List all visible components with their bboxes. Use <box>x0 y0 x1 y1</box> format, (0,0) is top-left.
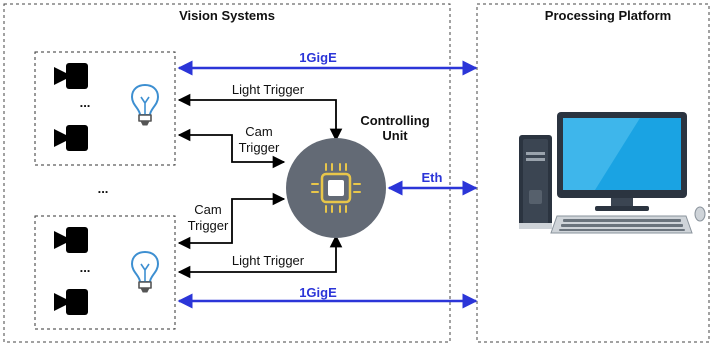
cam-trigger-bottom-label-line1: Cam <box>194 202 222 217</box>
top-1gige-label: 1GigE <box>299 50 337 65</box>
camera-icon <box>54 289 88 315</box>
light-trigger-top-label: Light Trigger <box>231 82 305 97</box>
eth-label: Eth <box>421 170 443 185</box>
cam-trigger-top-label-line2: Trigger <box>238 140 280 155</box>
camera-icon <box>54 125 88 151</box>
processing-platform-group <box>476 3 710 343</box>
units-between-ellipsis: ... <box>97 181 109 196</box>
vision-systems-group <box>3 3 451 343</box>
light-bulb-icon <box>131 84 159 126</box>
controlling-unit-label-line1: Controlling <box>360 113 430 128</box>
cam-trigger-top-label-line1: Cam <box>245 124 273 139</box>
unit-top-ellipsis: ... <box>79 95 91 110</box>
chip-icon <box>286 138 386 238</box>
light-bulb-icon <box>131 251 159 293</box>
controlling-unit-label-line2: Unit <box>382 128 408 143</box>
light-trigger-top-link <box>177 93 343 142</box>
cam-trigger-top-link <box>177 128 286 169</box>
bottom-1gige-label: 1GigE <box>299 285 337 300</box>
processing-platform-title: Processing Platform <box>544 8 672 23</box>
vision-systems-title: Vision Systems <box>179 8 275 23</box>
unit-bottom-ellipsis: ... <box>79 260 91 275</box>
light-trigger-bottom-link <box>177 234 343 279</box>
camera-icon <box>54 63 88 89</box>
desktop-computer-icon <box>519 112 706 234</box>
cam-trigger-bottom-label-line2: Trigger <box>187 218 229 233</box>
camera-icon <box>54 227 88 253</box>
light-trigger-bottom-label: Light Trigger <box>231 253 305 268</box>
